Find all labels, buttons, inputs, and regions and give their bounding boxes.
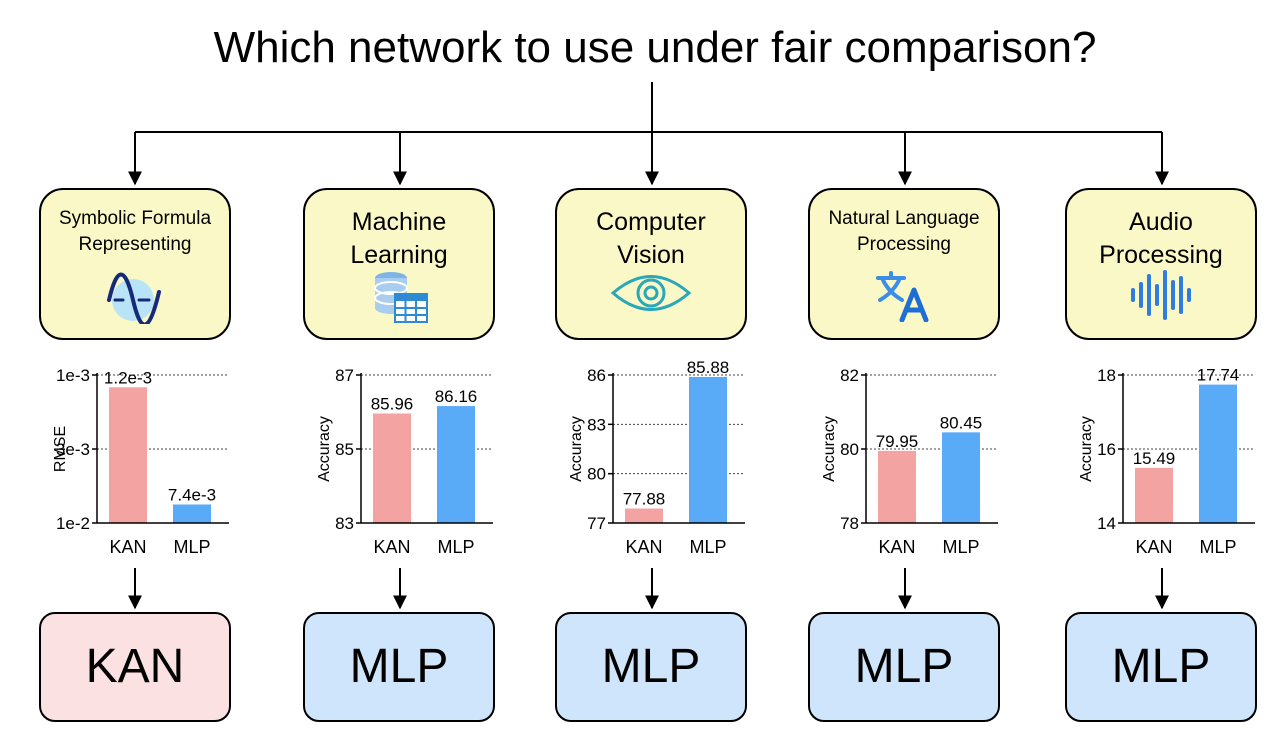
bar-mlp xyxy=(173,504,211,523)
bar-value-label: 85.96 xyxy=(371,394,414,413)
domain-box-machine-learning: Machine Learning xyxy=(303,188,495,340)
sine-wave-icon xyxy=(107,272,161,324)
eye-icon xyxy=(610,275,692,311)
x-tick-label: KAN xyxy=(109,537,146,557)
x-tick-label: KAN xyxy=(878,537,915,557)
y-axis-label: Accuracy xyxy=(1078,416,1095,482)
result-box-kan: KAN xyxy=(39,612,231,722)
x-tick-label: MLP xyxy=(1199,537,1236,557)
domain-box-nlp: Natural Language Processing xyxy=(808,188,1000,340)
bar-mlp xyxy=(437,406,475,523)
x-tick-label: MLP xyxy=(173,537,210,557)
column-symbolic: Symbolic Formula Representing RMSE 1e-3 3e… xyxy=(39,0,239,745)
bar-value-label: 79.95 xyxy=(876,432,919,451)
x-tick-label: MLP xyxy=(437,537,474,557)
x-tick-label: MLP xyxy=(689,537,726,557)
y-tick-label: 83 xyxy=(335,514,354,533)
bar-kan xyxy=(1135,467,1173,523)
y-axis-label: Accuracy xyxy=(568,416,585,482)
y-tick-label: 14 xyxy=(1097,514,1116,533)
y-tick-label: 86 xyxy=(587,366,606,385)
y-tick-label: 78 xyxy=(840,514,859,533)
y-tick-label: 80 xyxy=(587,465,606,484)
bar-value-label: 86.16 xyxy=(435,387,478,406)
domain-name: Computer Vision xyxy=(596,208,706,269)
x-tick-label: KAN xyxy=(1135,537,1172,557)
bar-value-label: 15.49 xyxy=(1133,449,1176,468)
y-tick-label: 18 xyxy=(1097,366,1116,385)
y-tick-label: 82 xyxy=(840,366,859,385)
bar-mlp xyxy=(942,432,980,523)
result-box-mlp: MLP xyxy=(303,612,495,722)
bar-kan xyxy=(878,450,916,523)
bar-value-label: 77.88 xyxy=(623,490,666,509)
domain-name: Audio Processing xyxy=(1099,208,1223,269)
bar-kan xyxy=(625,508,663,523)
result-box-mlp: MLP xyxy=(555,612,747,722)
y-tick-label: 87 xyxy=(335,366,354,385)
bar-kan xyxy=(373,413,411,523)
y-tick-label: 83 xyxy=(587,415,606,434)
y-axis-label: Accuracy xyxy=(821,416,838,482)
y-tick-label: 80 xyxy=(840,440,859,459)
domain-name: Symbolic Formula Representing xyxy=(58,208,212,255)
domain-name: Machine Learning xyxy=(350,208,448,269)
bar-mlp xyxy=(689,376,727,523)
x-tick-label: KAN xyxy=(625,537,662,557)
translate-icon xyxy=(876,271,929,322)
y-tick-label: 85 xyxy=(335,440,354,459)
bar-value-label: 17.74 xyxy=(1197,366,1240,385)
x-tick-label: MLP xyxy=(942,537,979,557)
y-tick-label: 77 xyxy=(587,514,606,533)
y-axis-label: Accuracy xyxy=(316,416,333,482)
page-title: Which network to use under fair comparis… xyxy=(213,23,1097,72)
database-table-icon xyxy=(374,272,428,323)
y-axis-label: RMSE xyxy=(52,426,69,472)
domain-box-audio: Audio Processing xyxy=(1065,188,1257,340)
bar-kan xyxy=(109,387,147,523)
bar-value-label: 80.45 xyxy=(940,413,983,432)
y-tick-label: 3e-3 xyxy=(56,440,90,459)
domain-box-computer-vision: Computer Vision xyxy=(555,188,747,340)
bar-value-label: 85.88 xyxy=(687,358,730,377)
result-box-mlp: MLP xyxy=(808,612,1000,722)
audio-waveform-icon xyxy=(1131,270,1191,320)
bar-value-label: 1.2e-3 xyxy=(104,368,152,387)
bar-mlp xyxy=(1199,384,1237,523)
bar-value-label: 7.4e-3 xyxy=(168,485,216,504)
column-nlp: Natural Language Processing Accuracy 78 80… xyxy=(808,0,1008,745)
domain-box-symbolic: Symbolic Formula Representing xyxy=(39,188,231,340)
domain-name: Natural Language Processing xyxy=(828,208,980,255)
result-box-mlp: MLP xyxy=(1065,612,1257,722)
y-tick-label: 16 xyxy=(1097,440,1116,459)
y-tick-label: 1e-2 xyxy=(56,514,90,533)
y-tick-label: 1e-3 xyxy=(56,366,90,385)
x-tick-label: KAN xyxy=(373,537,410,557)
